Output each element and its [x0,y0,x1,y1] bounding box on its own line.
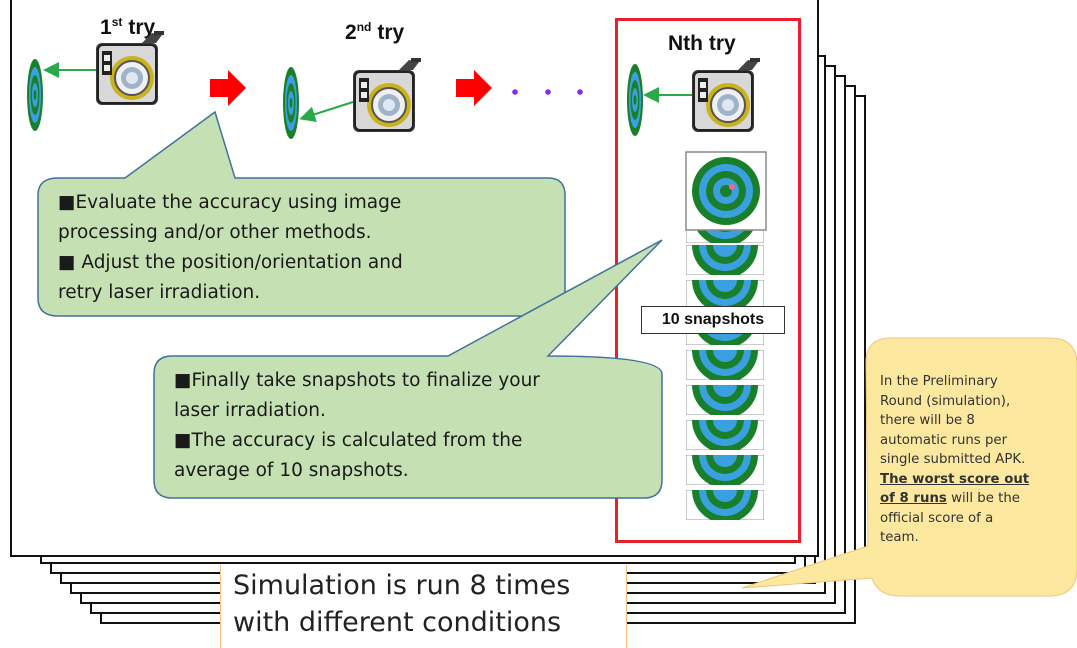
right-arrow-icon [210,70,246,106]
callout-1-line: ■ Adjust the position/orientation and [58,252,403,273]
note-emphasis: of 8 runs [880,491,947,506]
note-line: team. [880,530,919,545]
callout-1-line: processing and/or other methods. [58,222,372,243]
note-line: official score of a [880,510,994,526]
callout-2-line: average of 10 snapshots. [174,460,409,481]
camera-laser-icon [95,30,165,106]
target-icon [27,59,43,131]
callout-2-line: ■Finally take snapshots to finalize your [174,370,540,391]
callout-1-line: ■Evaluate the accuracy using image [58,192,402,213]
note-line: automatic runs per [880,432,1008,448]
note-line: Round (simulation), [880,393,1011,409]
note-text: In the Preliminary Round (simulation), t… [880,372,1077,548]
target-icon [627,64,643,136]
camera-laser-icon [691,57,761,133]
right-arrow-icon [456,70,492,106]
banner-box [220,565,627,648]
try-1-suffix: st [111,15,123,29]
target-icon [283,67,299,139]
try-1-word: try [128,16,156,39]
try-1-number: 1 [100,16,112,39]
note-line: of 8 runs will be the [880,489,1077,509]
banner-line-1: Simulation is run 8 times [233,570,571,601]
snapshot-stack [685,151,767,520]
snapshots-label: 10 snapshots [641,306,785,334]
note-line: In the Preliminary [880,374,998,389]
note-bubble-shape [741,337,1077,597]
callout-1-line: retry laser irradiation. [58,282,261,303]
try-2-word: try [377,21,405,44]
note-emphasis: The worst score out [880,471,1030,487]
callout-1-text: ■Evaluate the accuracy using image proce… [58,188,403,308]
callout-2-line: laser irradiation. [174,400,326,421]
ellipsis-dot [545,89,551,95]
try-2-number: 2 [345,21,357,44]
try-2-suffix: nd [356,20,372,34]
try-n-title: Nth try [668,32,736,55]
banner-line-2: with different conditions [233,607,562,638]
callout-2-text: ■Finally take snapshots to finalize your… [174,366,540,486]
ellipsis-dot [577,89,583,95]
camera-laser-icon [352,57,422,133]
note-line-rest: will be the [946,491,1020,506]
ellipsis-dot [512,89,518,95]
note-line: there will be 8 [880,413,975,428]
callout-2-shape [153,239,663,499]
callout-2-line: ■The accuracy is calculated from the [174,430,523,451]
note-line: single submitted APK. [880,452,1026,467]
